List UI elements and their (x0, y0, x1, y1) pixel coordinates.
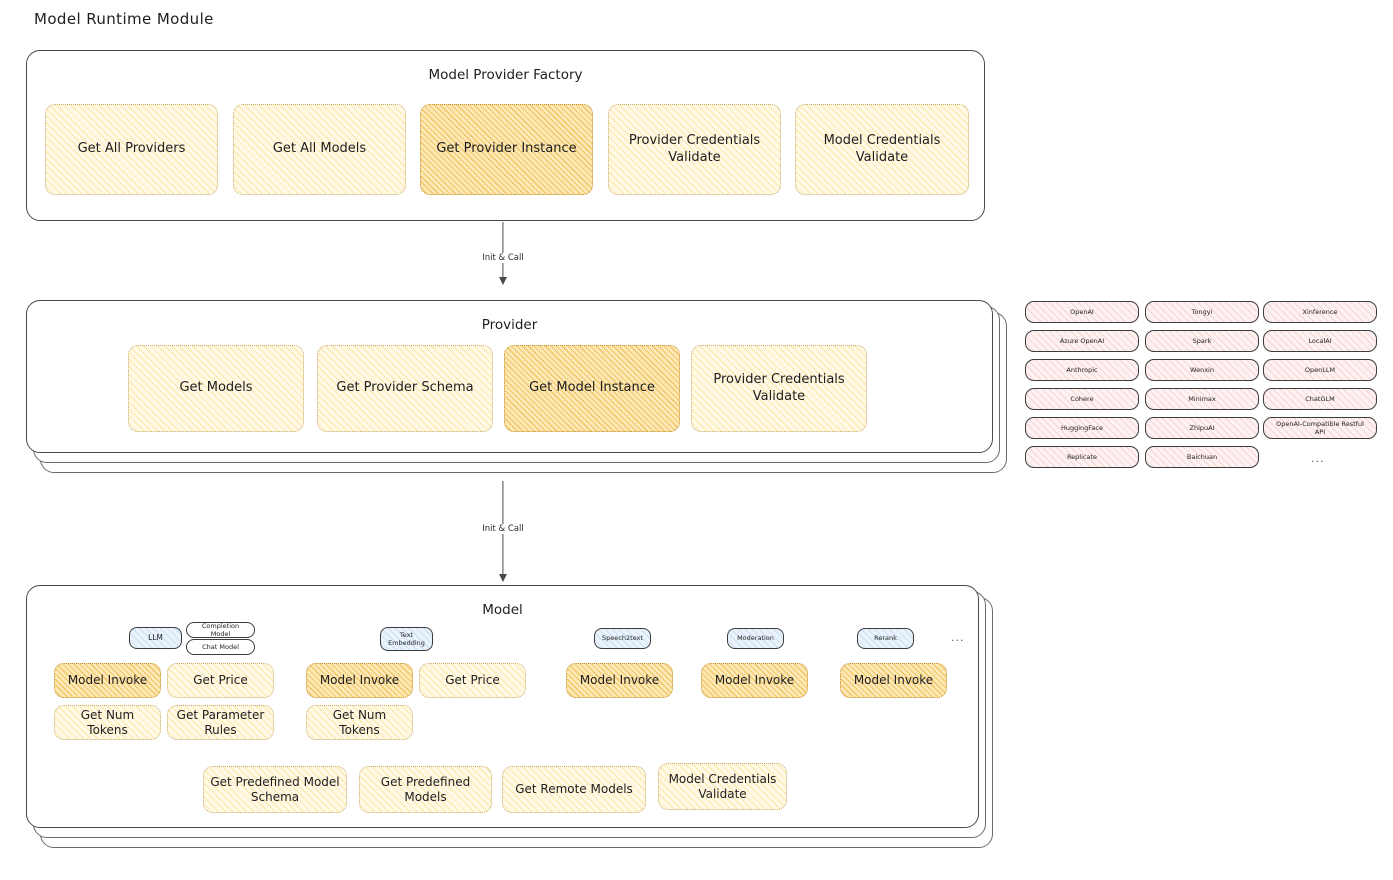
model-type-badge-llm[interactable]: LLM (129, 627, 182, 649)
model-type-badge-text-embedding[interactable]: Text Embedding (380, 627, 433, 651)
provider-chip-wenxin[interactable]: Wenxin (1145, 359, 1259, 381)
provider-chip-azure-openai[interactable]: Azure OpenAI (1025, 330, 1139, 352)
model-type-badge-moderation[interactable]: Moderation (727, 628, 784, 649)
llm-op-model-invoke[interactable]: Model Invoke (54, 663, 161, 698)
factory-node-get-all-models[interactable]: Get All Models (233, 104, 406, 195)
provider-chip-openai[interactable]: OpenAI (1025, 301, 1139, 323)
provider-node-get-provider-schema[interactable]: Get Provider Schema (317, 345, 493, 432)
llm-op-get-num-tokens[interactable]: Get Num Tokens (54, 705, 161, 740)
speech2text-op-model-invoke[interactable]: Model Invoke (566, 663, 673, 698)
model-op-get-remote-models[interactable]: Get Remote Models (502, 766, 646, 813)
factory-node-get-provider-instance[interactable]: Get Provider Instance (420, 104, 593, 195)
arrow-head-icon (499, 277, 507, 285)
provider-chip-zhipuai[interactable]: ZhipuAI (1145, 417, 1259, 439)
model-types-more-ellipsis: ... (951, 631, 965, 644)
provider-list-more-ellipsis: ... (1311, 452, 1325, 465)
provider-chip-anthropic[interactable]: Anthropic (1025, 359, 1139, 381)
provider-chip-localai[interactable]: LocalAI (1263, 330, 1377, 352)
provider-chip-xinference[interactable]: Xinference (1263, 301, 1377, 323)
model-type-badge-speech2text[interactable]: Speech2text (594, 628, 651, 649)
llm-op-get-parameter-rules[interactable]: Get Parameter Rules (167, 705, 274, 740)
provider-title: Provider (481, 317, 538, 333)
factory-title: Model Provider Factory (428, 67, 583, 83)
arrow-provider-to-model-label: Init & Call (477, 524, 529, 534)
factory-node-get-all-providers[interactable]: Get All Providers (45, 104, 218, 195)
text-embedding-op-model-invoke[interactable]: Model Invoke (306, 663, 413, 698)
page-title: Model Runtime Module (34, 10, 214, 28)
text-embedding-op-get-num-tokens[interactable]: Get Num Tokens (306, 705, 413, 740)
provider-chip-huggingface[interactable]: HuggingFace (1025, 417, 1139, 439)
provider-chip-openai-compatible-restful-api[interactable]: OpenAI-Compatible Restful API (1263, 417, 1377, 439)
provider-chip-chatglm[interactable]: ChatGLM (1263, 388, 1377, 410)
rerank-op-model-invoke[interactable]: Model Invoke (840, 663, 947, 698)
model-sub-badge-chat-model[interactable]: Chat Model (186, 639, 255, 655)
provider-chip-cohere[interactable]: Cohere (1025, 388, 1139, 410)
provider-node-provider-credentials-validate[interactable]: Provider Credentials Validate (691, 345, 867, 432)
model-title: Model (482, 602, 523, 618)
factory-node-model-credentials-validate[interactable]: Model Credentials Validate (795, 104, 969, 195)
llm-op-get-price[interactable]: Get Price (167, 663, 274, 698)
model-op-get-predefined-model-schema[interactable]: Get Predefined Model Schema (203, 766, 347, 813)
factory-node-provider-credentials-validate[interactable]: Provider Credentials Validate (608, 104, 781, 195)
provider-node-get-models[interactable]: Get Models (128, 345, 304, 432)
provider-chip-tongyi[interactable]: Tongyi (1145, 301, 1259, 323)
provider-chip-openllm[interactable]: OpenLLM (1263, 359, 1377, 381)
text-embedding-op-get-price[interactable]: Get Price (419, 663, 526, 698)
provider-chip-spark[interactable]: Spark (1145, 330, 1259, 352)
model-op-get-predefined-models[interactable]: Get Predefined Models (359, 766, 492, 813)
provider-node-get-model-instance[interactable]: Get Model Instance (504, 345, 680, 432)
arrow-factory-to-provider-label: Init & Call (477, 253, 529, 263)
provider-chip-baichuan[interactable]: Baichuan (1145, 446, 1259, 468)
model-op-model-credentials-validate[interactable]: Model Credentials Validate (658, 763, 787, 810)
arrow-head-icon (499, 574, 507, 582)
model-sub-badge-completion-model[interactable]: Completion Model (186, 622, 255, 638)
model-type-badge-rerank[interactable]: Rerank (857, 628, 914, 649)
provider-chip-minimax[interactable]: Minimax (1145, 388, 1259, 410)
moderation-op-model-invoke[interactable]: Model Invoke (701, 663, 808, 698)
provider-chip-replicate[interactable]: Replicate (1025, 446, 1139, 468)
